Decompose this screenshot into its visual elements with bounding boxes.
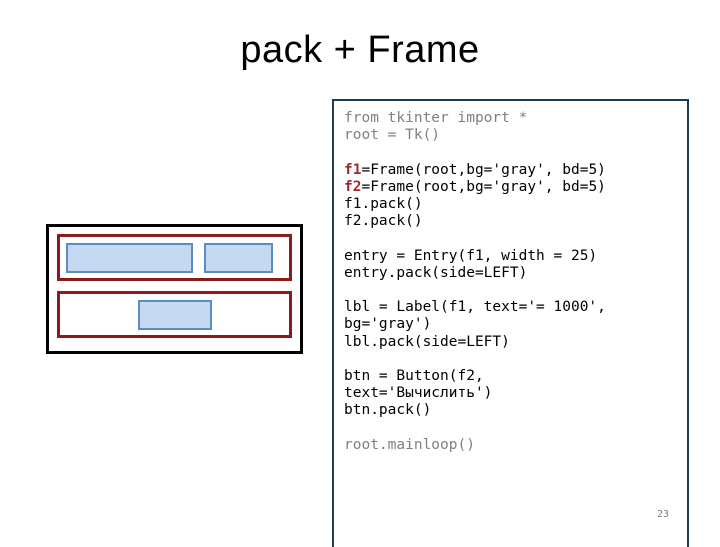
- code-line: [344, 230, 687, 247]
- diagram-frame-f1: [57, 234, 292, 281]
- slide-number: 23: [656, 509, 669, 520]
- code-line: btn.pack(): [344, 402, 432, 419]
- code-line: text='Вычислить'): [344, 385, 493, 402]
- code-line: entry = Entry(f1, width = 25): [344, 247, 598, 264]
- code-line: entry.pack(side=LEFT): [344, 264, 528, 281]
- code-line: f1.pack(): [344, 196, 423, 212]
- code-line: f1=Frame(root,bg='gray', bd=5): [344, 161, 606, 178]
- code-line: from tkinter import *: [344, 110, 528, 126]
- diagram-widget-button: [137, 299, 212, 330]
- code-token-f1: f1: [344, 161, 362, 178]
- code-line: [344, 351, 687, 368]
- diagram-widget-entry: [66, 242, 193, 273]
- code-line: bg='gray'): [344, 316, 432, 333]
- page-title: pack + Frame: [240, 29, 480, 71]
- code-listing: from tkinter import *root = Tk() f1=Fram…: [344, 110, 687, 454]
- code-line: btn = Button(f2,: [344, 367, 484, 384]
- tkinter-window-diagram: [46, 224, 303, 354]
- code-line: [344, 144, 687, 161]
- code-line: root = Tk(): [344, 127, 441, 144]
- diagram-frame-f2: [57, 291, 292, 338]
- code-line: f2.pack(): [344, 213, 423, 230]
- code-line: f2=Frame(root,bg='gray', bd=5): [344, 178, 606, 195]
- code-line: root.mainloop(): [344, 436, 475, 453]
- code-panel: from tkinter import *root = Tk() f1=Fram…: [332, 99, 689, 547]
- diagram-widget-label: [204, 242, 273, 273]
- code-token-f2: f2: [344, 178, 362, 195]
- code-line: [344, 420, 687, 437]
- code-line: lbl = Label(f1, text='= 1000',: [344, 299, 606, 316]
- code-line: lbl.pack(side=LEFT): [344, 333, 510, 350]
- code-line: [344, 282, 687, 299]
